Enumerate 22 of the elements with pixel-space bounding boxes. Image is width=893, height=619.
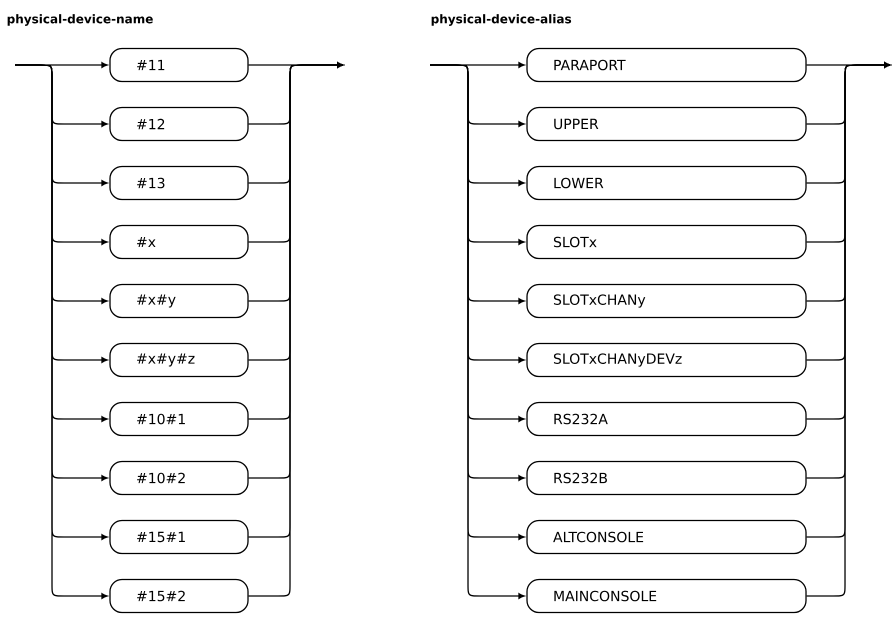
- terminal-box: #10#1: [109, 402, 249, 436]
- terminal-box: #15#2: [109, 578, 249, 614]
- terminal-box: PARAPORT: [526, 48, 807, 82]
- terminal-box: UPPER: [526, 106, 807, 142]
- terminal-box: MAINCONSOLE: [526, 578, 807, 614]
- terminal-box: SLOTx: [526, 224, 807, 260]
- terminal-box: ALTCONSOLE: [526, 520, 807, 554]
- terminal-box: RS232B: [526, 460, 807, 496]
- terminal-box: #10#2: [109, 460, 249, 496]
- terminal-box: LOWER: [526, 166, 807, 200]
- terminal-box: SLOTxCHANyDEVz: [526, 342, 807, 378]
- rule-name-label: physical-device-alias: [432, 14, 572, 26]
- terminal-box: #11: [109, 48, 249, 82]
- terminal-box: #x#y#z: [109, 342, 249, 378]
- terminal-box: #13: [109, 166, 249, 200]
- rule-name-label: physical-device-name: [8, 14, 153, 26]
- terminal-box: #15#1: [109, 520, 249, 554]
- terminal-box: RS232A: [526, 402, 807, 436]
- terminal-box: #x#y: [109, 284, 249, 318]
- terminal-box: SLOTxCHANy: [526, 284, 807, 318]
- terminal-box: #12: [109, 106, 249, 142]
- terminal-box: #x: [109, 224, 249, 260]
